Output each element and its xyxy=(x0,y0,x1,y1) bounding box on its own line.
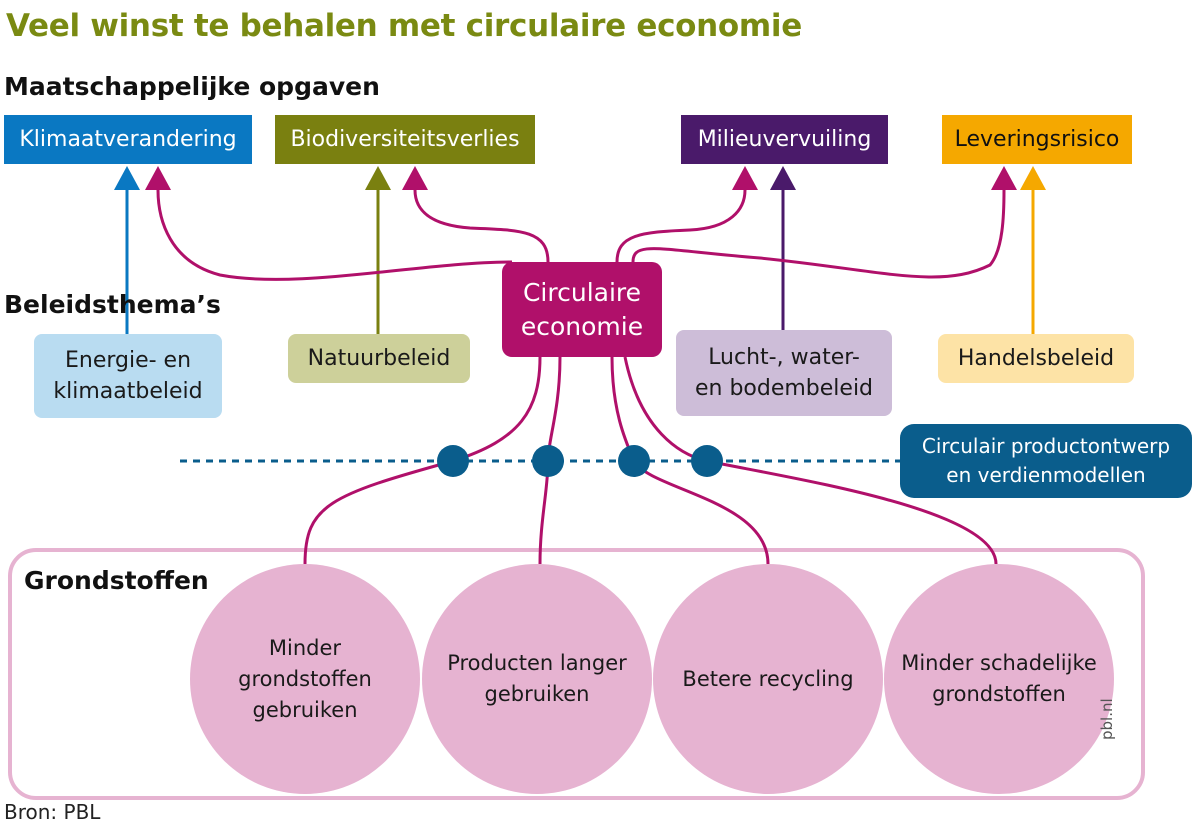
challenge-klimaatverandering: Klimaatverandering xyxy=(4,115,252,164)
section-label-grondstoffen: Grondstoffen xyxy=(24,566,209,595)
circle-3-line1: Betere recycling xyxy=(682,666,854,691)
section-label-opgaven: Maatschappelijke opgaven xyxy=(4,72,380,101)
challenge-biodiversiteitsverlies: Biodiversiteitsverlies xyxy=(275,115,535,164)
circle-1-line3: gebruiken xyxy=(252,697,358,722)
theme-energie-line2: klimaatbeleid xyxy=(53,379,203,404)
arrow-head-magenta-2 xyxy=(402,166,428,190)
grondstoffen-group-outline xyxy=(8,548,1145,800)
design-line1: Circulair productontwerp xyxy=(921,434,1171,458)
circle-minder-grondstoffen-gebruiken: Minder grondstoffen gebruiken xyxy=(190,564,420,794)
junction-dot-4 xyxy=(691,445,723,477)
theme-lucht-line2: en bodembeleid xyxy=(694,376,874,401)
challenge-milieuvervuiling: Milieuvervuiling xyxy=(681,115,888,164)
junction-dot-2 xyxy=(532,445,564,477)
watermark-pbl: pbl.nl xyxy=(1098,698,1116,740)
circle-1-line1: Minder xyxy=(268,635,342,660)
source-note: Bron: PBL xyxy=(4,800,101,824)
design-line2: en verdienmodellen xyxy=(946,463,1146,487)
theme-handel-line1: Handelsbeleid xyxy=(957,346,1115,371)
arrow-head-olive xyxy=(365,166,391,190)
theme-handelsbeleid: Handelsbeleid xyxy=(938,334,1134,383)
theme-lucht-water-bodembeleid: Lucht-, water- en bodembeleid xyxy=(676,330,892,416)
center-circulaire-economie: Circulaire economie xyxy=(502,262,662,357)
arrow-head-magenta-4 xyxy=(991,166,1017,190)
arrow-head-blue xyxy=(114,166,140,190)
circle-betere-recycling: Betere recycling xyxy=(653,564,883,794)
theme-energie-line1: Energie- en xyxy=(64,348,192,373)
arrow-head-magenta-1 xyxy=(145,166,171,190)
theme-natuur-line1: Natuurbeleid xyxy=(307,346,451,371)
arrow-head-yellow xyxy=(1020,166,1046,190)
circle-1-line2: grondstoffen xyxy=(238,666,372,691)
junction-dot-3 xyxy=(618,445,650,477)
circle-2-line2: gebruiken xyxy=(484,682,590,706)
circle-producten-langer-gebruiken: Producten langer gebruiken xyxy=(422,564,652,794)
theme-natuurbeleid: Natuurbeleid xyxy=(288,334,470,383)
center-line2: economie xyxy=(520,311,644,341)
section-label-beleid: Beleidsthema’s xyxy=(4,290,221,319)
theme-energie-klimaatbeleid: Energie- en klimaatbeleid xyxy=(34,334,222,418)
circle-2-line1: Producten langer xyxy=(447,651,627,675)
page-title: Veel winst te behalen met circulaire eco… xyxy=(6,8,802,44)
center-line1: Circulaire xyxy=(522,277,642,307)
arrow-head-purple xyxy=(770,166,796,190)
center-to-challenge-curves xyxy=(156,189,1006,281)
junction-dot-1 xyxy=(437,445,469,477)
circle-4-line1: Minder schadelijke xyxy=(901,651,1097,675)
theme-lucht-line1: Lucht-, water- xyxy=(708,345,860,370)
challenge-leveringsrisico: Leveringsrisico xyxy=(942,115,1132,164)
circle-minder-schadelijke-grondstoffen: Minder schadelijke grondstoffen xyxy=(884,564,1114,794)
arrow-head-magenta-3 xyxy=(732,166,758,190)
design-productontwerp-box: Circulair productontwerp en verdienmodel… xyxy=(900,424,1192,498)
circle-4-line2: grondstoffen xyxy=(932,682,1066,706)
